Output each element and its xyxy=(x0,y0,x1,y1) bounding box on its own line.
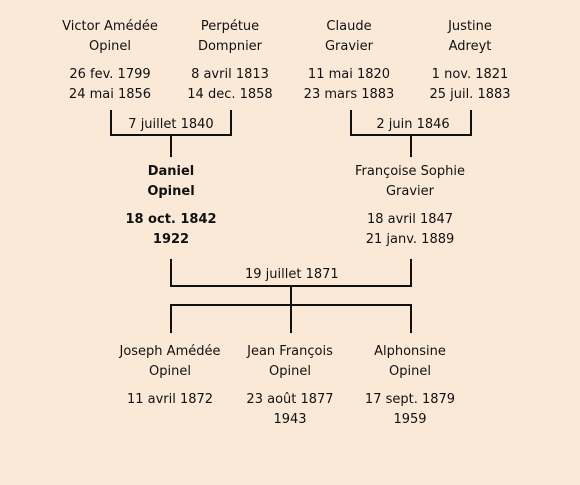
person-last-name: Adreyt xyxy=(448,39,492,54)
person-last-name: Opinel xyxy=(147,184,195,199)
person-birth-date: 11 avril 1872 xyxy=(126,392,214,407)
connector-line xyxy=(410,136,412,157)
person-claude-gravier: Claude Gravier 11 mai 1820 23 mars 1883 xyxy=(274,17,424,105)
person-last-name: Dompnier xyxy=(197,39,263,54)
person-alphonsine-opinel: Alphonsine Opinel 17 sept. 1879 1959 xyxy=(335,342,485,430)
connector-line xyxy=(410,304,412,333)
person-first-name: Victor Amédée xyxy=(62,19,158,34)
person-death-date: 23 mars 1883 xyxy=(303,87,395,102)
connector-line xyxy=(170,285,412,287)
person-birth-date: 23 août 1877 xyxy=(246,392,334,407)
person-last-name: Opinel xyxy=(389,364,431,379)
person-birth-date: 1 nov. 1821 xyxy=(431,67,509,82)
person-death-date: 1959 xyxy=(393,412,427,427)
person-death-date: 14 dec. 1858 xyxy=(187,87,273,102)
person-victor-amedee-opinel: Victor Amédée Opinel 26 fev. 1799 24 mai… xyxy=(35,17,185,105)
connector-line xyxy=(110,110,112,136)
marriage-date-label: 7 juillet 1840 xyxy=(125,117,217,133)
person-death-date: 21 janv. 1889 xyxy=(365,232,455,247)
person-first-name: Françoise Sophie xyxy=(354,164,465,179)
person-first-name: Daniel xyxy=(147,164,195,179)
connector-line xyxy=(350,134,472,136)
person-first-name: Perpétue xyxy=(200,19,260,34)
person-death-date: 1922 xyxy=(152,232,190,247)
person-jean-francois-opinel: Jean François Opinel 23 août 1877 1943 xyxy=(215,342,365,430)
person-francoise-sophie-gravier: Françoise Sophie Gravier 18 avril 1847 2… xyxy=(335,162,485,250)
person-last-name: Opinel xyxy=(269,364,311,379)
marriage-date-label: 2 juin 1846 xyxy=(373,117,453,133)
connector-line xyxy=(170,136,172,157)
person-first-name: Claude xyxy=(326,19,372,34)
person-justine-adreyt: Justine Adreyt 1 nov. 1821 25 juil. 1883 xyxy=(395,17,545,105)
connector-line xyxy=(350,110,352,136)
person-death-date: 25 juil. 1883 xyxy=(429,87,511,102)
person-first-name: Alphonsine xyxy=(374,344,446,359)
person-last-name: Opinel xyxy=(89,39,131,54)
connector-line xyxy=(230,110,232,136)
person-last-name: Gravier xyxy=(385,184,435,199)
connector-line xyxy=(170,259,172,287)
connector-line xyxy=(170,304,172,333)
person-last-name: Gravier xyxy=(324,39,374,54)
marriage-date-label: 19 juillet 1871 xyxy=(243,267,339,283)
person-birth-date: 17 sept. 1879 xyxy=(364,392,456,407)
person-birth-date: 18 oct. 1842 xyxy=(125,212,217,227)
person-first-name: Jean François xyxy=(247,344,333,359)
person-birth-date: 26 fev. 1799 xyxy=(69,67,151,82)
person-joseph-amedee-opinel: Joseph Amédée Opinel 11 avril 1872 xyxy=(95,342,245,430)
person-birth-date: 11 mai 1820 xyxy=(307,67,391,82)
person-last-name: Opinel xyxy=(149,364,191,379)
person-perpetue-dompnier: Perpétue Dompnier 8 avril 1813 14 dec. 1… xyxy=(155,17,305,105)
connector-line xyxy=(290,304,292,333)
person-first-name: Joseph Amédée xyxy=(119,344,221,359)
person-first-name: Justine xyxy=(448,19,492,34)
connector-line xyxy=(410,259,412,287)
connector-line xyxy=(290,287,292,304)
connector-line xyxy=(470,110,472,136)
person-daniel-opinel: Daniel Opinel 18 oct. 1842 1922 xyxy=(96,162,246,250)
person-death-date: 1943 xyxy=(273,412,307,427)
connector-line xyxy=(110,134,232,136)
person-birth-date: 8 avril 1813 xyxy=(191,67,269,82)
person-death-date: 24 mai 1856 xyxy=(68,87,152,102)
person-birth-date: 18 avril 1847 xyxy=(366,212,454,227)
